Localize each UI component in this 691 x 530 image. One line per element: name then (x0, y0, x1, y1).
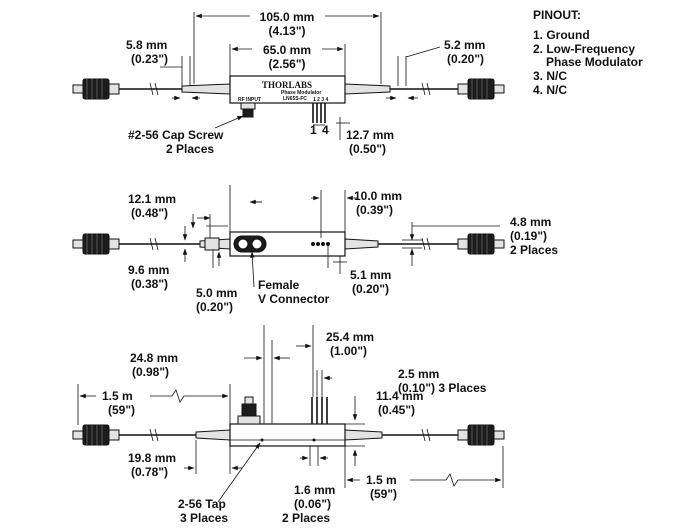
front-pin-dots (311, 242, 330, 246)
top-rf-connector (240, 102, 256, 118)
top-screw-note-1: #2-56 Cap Screw (128, 128, 224, 142)
side-dim-1.6-mm: 1.6 mm (294, 483, 335, 497)
top-logo: THORLABS (262, 80, 312, 90)
pinout: PINOUT: 1. Ground 2. Low-Frequency Phase… (533, 8, 643, 97)
top-screw-leader (214, 115, 244, 129)
side-dim-25.4-in: (1.00") (330, 344, 367, 358)
side-boot-right (344, 429, 383, 441)
side-pins (311, 397, 328, 424)
top-boot-right (344, 83, 391, 95)
side-tap-hole-2 (312, 438, 316, 442)
top-model-line2: LN65S-FC (283, 96, 307, 102)
side-dim-1.6-note: 2 Places (282, 511, 330, 525)
front-connector-note-2: V Connector (258, 292, 330, 306)
side-break-right (421, 428, 431, 442)
front-ferrule-left (204, 237, 220, 251)
top-pin-row: 1 2 3 4 (313, 97, 329, 103)
front-connector-note-1: Female (258, 278, 300, 292)
pinout-item-1: 1. Ground (533, 28, 590, 42)
top-fc-connector-right (457, 78, 505, 100)
top-pin-label-4: 4 (322, 123, 329, 137)
side-tap-note-2: 3 Places (180, 511, 228, 525)
side-dim-1.5-left-mm: 1.5 m (102, 389, 133, 403)
top-screw-note-2: 2 Places (166, 142, 214, 156)
side-dim-2.5-mm: 2.5 mm (398, 367, 439, 381)
top-fc-connector-left (72, 78, 120, 100)
front-break-left (149, 237, 159, 251)
front-dim-10.0-mm: 10.0 mm (354, 189, 402, 203)
top-boot-left (181, 83, 231, 95)
top-break-right (421, 82, 431, 96)
top-dim-5.2-in: (0.20") (447, 52, 484, 66)
top-dim-65-mm: 65.0 mm (263, 43, 311, 57)
front-view: 12.1 mm (0.48") 10.0 mm (0.39") 4.8 mm (… (72, 185, 558, 314)
side-tap-note-1: 2-56 Tap (178, 497, 226, 511)
top-view: THORLABS Phase Modulator LN65S-FC RF INP… (72, 10, 505, 156)
side-dim-25.4-mm: 25.4 mm (326, 330, 374, 344)
side-modulator-body (229, 423, 346, 447)
side-dim-11.4-mm: 11.4 mm (376, 389, 423, 403)
front-dim-12.1-in: (0.48") (131, 206, 168, 220)
top-dim-5.8-in: (0.23") (131, 52, 168, 66)
pinout-item-2: 2. Low-Frequency (533, 42, 635, 56)
front-dim-5.0-in: (0.20") (196, 300, 233, 314)
side-dim-24.8-mm: 24.8 mm (130, 351, 178, 365)
front-boot-right (344, 238, 379, 250)
front-dim-12.1-mm: 12.1 mm (128, 192, 176, 206)
side-dim-24.8-in: (0.98") (132, 365, 169, 379)
top-dim-105-mm: 105.0 mm (260, 10, 315, 24)
side-dim-1.5-left-in: (59") (108, 403, 135, 417)
side-dim-1.5-right-line-r (410, 473, 502, 487)
top-break-left (149, 82, 159, 96)
side-dim-1.5-right-in: (59") (370, 487, 397, 501)
pinout-item-4: 4. N/C (533, 83, 567, 97)
top-pin-label-1: 1 (310, 123, 317, 137)
pinout-item-3: 3. N/C (533, 69, 567, 83)
side-rf-connector (237, 396, 261, 425)
top-rf-label: RF INPUT (238, 97, 261, 103)
side-view: 25.4 mm (1.00") 24.8 mm (0.98") 2.5 mm (… (72, 325, 505, 525)
top-dim-12.7-mm: 12.7 mm (346, 128, 394, 142)
top-dim-105-in: (4.13") (268, 24, 305, 38)
side-dim-1.6-in: (0.06") (294, 497, 331, 511)
front-dim-4.8-mm: 4.8 mm (510, 215, 551, 229)
front-dim-10.0-in: (0.39") (356, 203, 393, 217)
front-break-right (421, 237, 431, 251)
side-boot-left (195, 429, 231, 441)
side-fc-connector-right (457, 424, 505, 446)
front-dim-4.8-note: 2 Places (510, 243, 558, 257)
front-dim-5.0-mm: 5.0 mm (196, 286, 237, 300)
top-dim-5.2-leader (405, 46, 441, 58)
front-dim-9.6-mm: 9.6 mm (128, 263, 169, 277)
side-dim-19.8-in: (0.78") (131, 465, 168, 479)
side-fc-connector-left (72, 424, 120, 446)
side-dim-11.4-in: (0.45") (378, 403, 415, 417)
top-model-line1: Phase Modulator (281, 90, 321, 96)
front-dim-4.8-in: (0.19") (510, 229, 547, 243)
front-fc-connector-left (72, 233, 120, 255)
top-modulator-body (229, 75, 346, 104)
front-v-connector (233, 235, 267, 253)
top-pins (312, 103, 326, 123)
side-tap-leader (217, 442, 261, 503)
front-fc-connector-right (457, 233, 505, 255)
side-dim-2.5-in: (0.10") 3 Places (398, 381, 487, 395)
side-dim-1.5-left-line-r (150, 389, 229, 403)
top-dim-65-in: (2.56") (268, 57, 305, 71)
side-dim-1.5-right-mm: 1.5 m (366, 473, 397, 487)
top-dim-5.8-mm: 5.8 mm (126, 38, 167, 52)
top-dim-12.7-in: (0.50") (349, 142, 386, 156)
side-tap-hole-1 (260, 438, 264, 442)
pinout-title: PINOUT: (533, 8, 581, 22)
front-dim-5.1-in: (0.20") (352, 282, 389, 296)
front-connector-leader (250, 251, 255, 288)
side-break-left (149, 428, 159, 442)
front-dim-9.6-in: (0.38") (131, 277, 168, 291)
top-dim-5.2-mm: 5.2 mm (444, 38, 485, 52)
side-dim-19.8-mm: 19.8 mm (128, 451, 176, 465)
pinout-item-2-cont: Phase Modulator (546, 55, 643, 69)
front-dim-5.1-mm: 5.1 mm (350, 268, 391, 282)
